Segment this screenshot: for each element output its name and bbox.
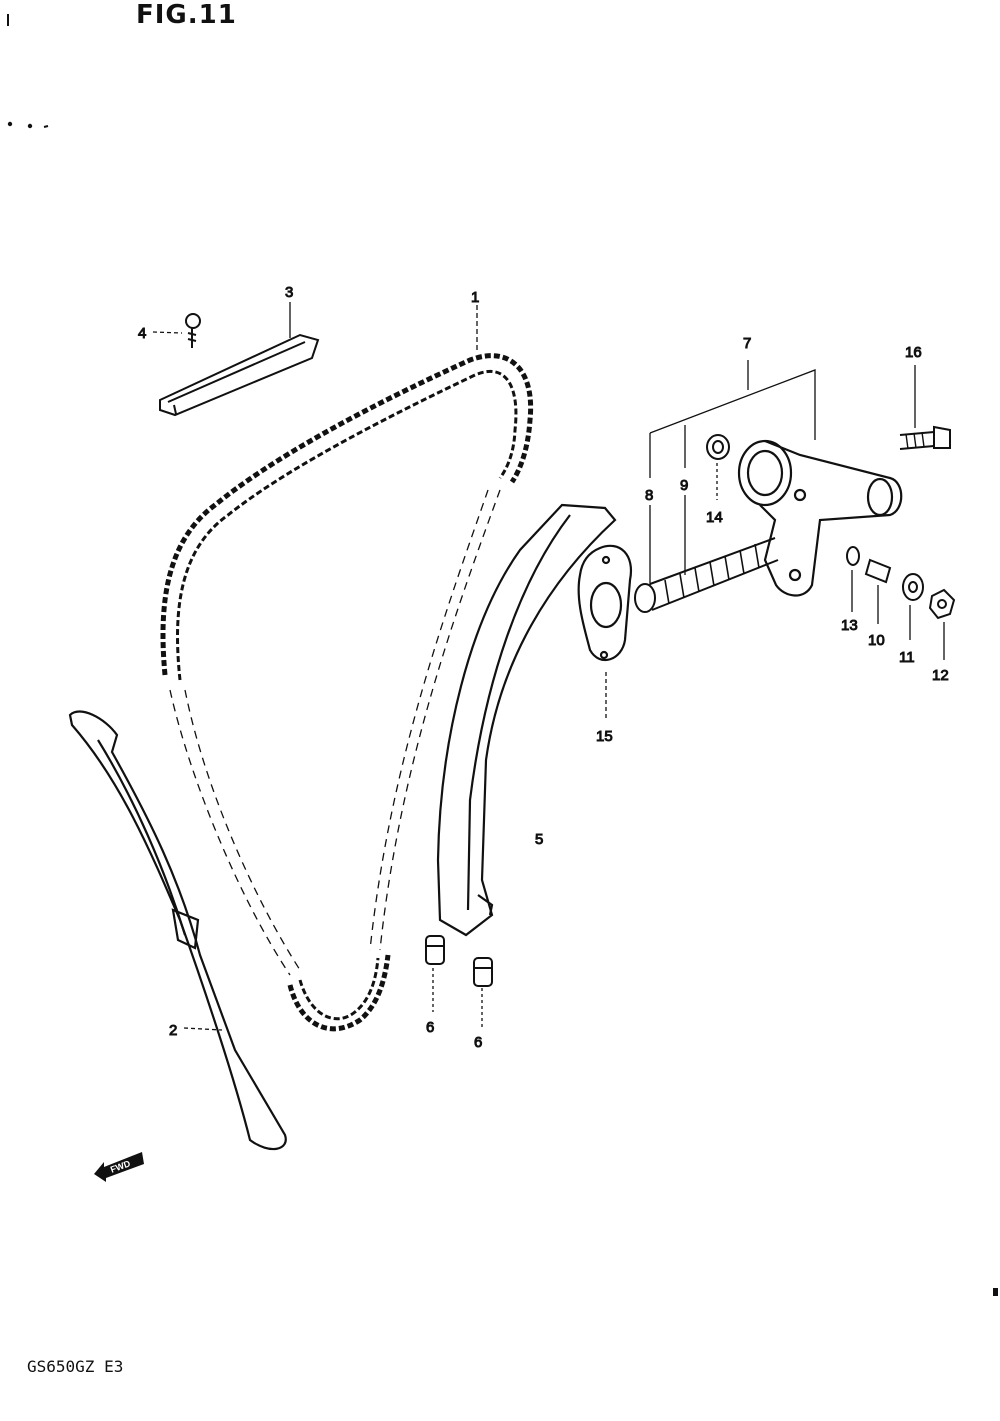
- o-ring-13: [846, 546, 860, 566]
- cap-14: [706, 434, 730, 460]
- chain-hidden-lines: [169, 489, 501, 976]
- callout-7: 7: [743, 335, 751, 352]
- callout-9: 9: [680, 477, 688, 494]
- plunger-spring: [634, 537, 779, 613]
- callout-14: 14: [706, 509, 723, 526]
- screw-10: [864, 558, 892, 584]
- callout-16: 16: [905, 344, 922, 361]
- leader-lines: [152, 302, 945, 1031]
- nut-12: [928, 588, 956, 620]
- callout-labels: 1 2 3 4 5 6 6 7 8 9 10 11 12 13 14 15 16: [138, 284, 950, 1052]
- callout-15: 15: [596, 728, 613, 745]
- chain-guide-rear: [68, 710, 287, 1151]
- callout-2: 2: [169, 1022, 177, 1039]
- cam-chain: [160, 353, 534, 1032]
- model-code: GS650GZ E3: [27, 1357, 124, 1376]
- bolt-16: [899, 425, 951, 450]
- edge-mark: [993, 1288, 998, 1296]
- tensioner-slider: [436, 503, 617, 937]
- gasket: [577, 544, 633, 661]
- bolt-4: [185, 313, 201, 348]
- callout-12: 12: [932, 667, 949, 684]
- callout-1: 1: [471, 289, 479, 306]
- damper-pads: [425, 935, 493, 987]
- callout-6a: 6: [426, 1019, 434, 1036]
- tensioner-assembly: [737, 439, 903, 597]
- callout-13: 13: [841, 617, 858, 634]
- washer-11: [902, 573, 924, 601]
- callout-6b: 6: [474, 1034, 482, 1051]
- callout-11: 11: [899, 649, 915, 666]
- callout-10: 10: [868, 632, 885, 649]
- chain-guide-upper: [159, 333, 320, 417]
- forward-arrow-icon: FWD: [94, 1152, 144, 1182]
- callout-4: 4: [138, 325, 146, 342]
- callout-3: 3: [285, 284, 293, 301]
- callout-5: 5: [535, 831, 543, 848]
- figure-title: FIG.11: [136, 0, 237, 30]
- callout-8: 8: [645, 487, 653, 504]
- corner-marks: [7, 14, 49, 129]
